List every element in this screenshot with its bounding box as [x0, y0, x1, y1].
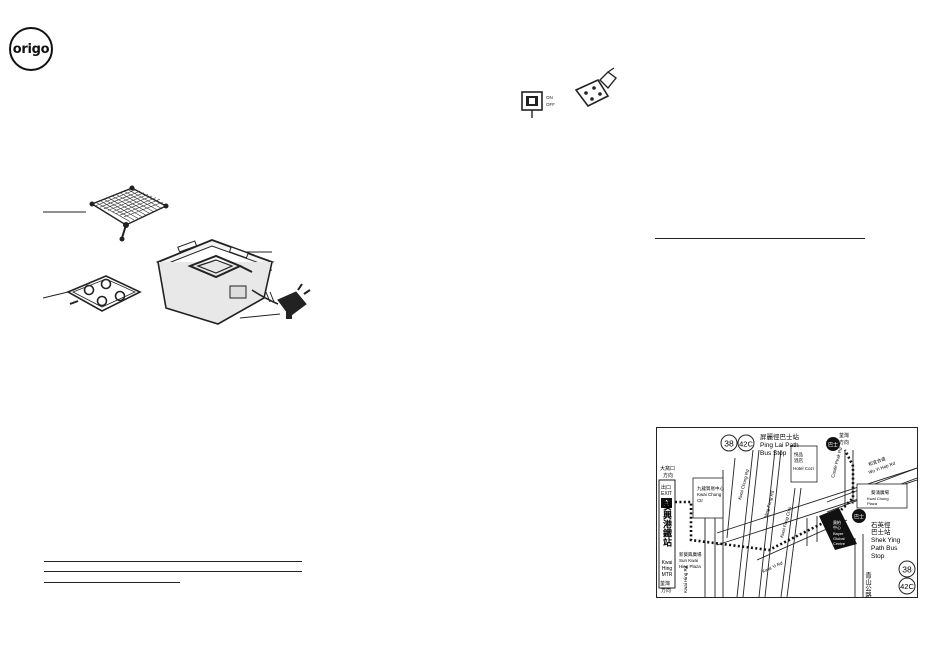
route-42c-label-bottom: 42C	[900, 582, 914, 591]
switch-connector-diagram: ON OFF	[521, 67, 617, 118]
station-en2: Hing	[662, 566, 673, 572]
bus-stop-2-en2: Path Bus	[871, 545, 898, 552]
kwai-chung-plaza-zh: 葵涌廣場	[871, 489, 889, 496]
direction-top-right-zh2: 方向	[839, 439, 849, 446]
bayer-centre-block	[819, 508, 857, 550]
product-parts-diagram	[42, 185, 311, 325]
connector-icon	[574, 67, 617, 108]
bus-stop-2-en1: Shek Ying	[871, 537, 901, 544]
shop-en3: Centre	[833, 541, 846, 546]
switch-off-label: OFF	[546, 102, 555, 107]
direction-top-left-zh2: 方向	[663, 472, 673, 479]
base-tray	[66, 275, 142, 312]
location-map-svg: 38 42C 屏麗徑巴士站 Ping Lai Path Bus Stop 巴士 …	[658, 432, 918, 599]
walking-route	[675, 449, 855, 552]
exit-a-icon	[661, 498, 672, 508]
route-38-badge-bottom	[898, 560, 916, 578]
sun-kwai-en2: Hing Plaza	[679, 564, 701, 569]
kowloon-commerce-en1: Kwai Chung	[697, 492, 722, 497]
grill-rack	[89, 185, 169, 242]
underline-3	[44, 582, 180, 583]
power-switch-icon	[521, 91, 543, 118]
bus-stop-2-zh1: 石英徑	[871, 520, 891, 529]
kwai-yi-rd-label: Kwai Yi Rd	[761, 560, 783, 574]
underline-2	[44, 571, 302, 572]
kowloon-commerce-block	[692, 477, 724, 519]
underline-1	[44, 561, 302, 562]
kwai-hing-rd-label: Kwai Hing Rd	[683, 565, 688, 593]
brand-logo: origo	[9, 27, 53, 71]
shop-en1: Bayer	[833, 531, 844, 536]
station-zh: 葵興港鐵站	[662, 500, 673, 547]
direction-bottom-left-zh1: 荃灣	[660, 580, 670, 587]
kowloon-commerce-en2: Ctr	[697, 498, 704, 503]
hotel-zh1: 悅品	[794, 451, 803, 458]
exit-zh: 出口	[661, 484, 671, 491]
bus-stop-1-en2: Bus Stop	[760, 450, 787, 457]
bus-stop-1-icon	[826, 437, 840, 451]
direction-top-left-zh1: 大窩口	[660, 465, 675, 472]
bus-stop-1-en1: Ping Lai Path	[760, 442, 799, 449]
bus-stop-2-en3: Stop	[871, 553, 885, 560]
grill-pan	[155, 239, 275, 325]
bus-stop-2-icon-label: 巴士	[854, 514, 864, 521]
shop-zh1: 奧柏	[833, 519, 841, 525]
bus-stop-1-icon-label: 巴士	[828, 442, 838, 449]
route-42c-label-top: 42C	[739, 440, 753, 449]
shop-en2: Global	[833, 536, 845, 541]
direction-bottom-left-zh2: 方向	[661, 587, 671, 594]
hotel-cozi-block	[790, 445, 818, 483]
sun-kwai-en1: Sun Kwai	[679, 558, 698, 563]
hotel-zh2: 酒店	[794, 457, 803, 464]
bus-stop-2-icon	[852, 509, 866, 523]
hotel-en: Hotel Cozi	[793, 466, 814, 471]
signature-line	[655, 238, 865, 239]
kwai-chung-plaza-en2: Plaza	[867, 501, 878, 506]
route-42c-badge-bottom	[898, 577, 916, 595]
location-map: 38 42C 屏麗徑巴士站 Ping Lai Path Bus Stop 巴士 …	[656, 427, 918, 599]
direction-top-right-zh1: 荃灣	[839, 432, 849, 439]
route-38-label-top: 38	[724, 439, 734, 449]
kowloon-commerce-zh: 九龍貿易中心	[697, 485, 724, 492]
castle-peak-rd-label: Castle Peak Rd	[830, 446, 843, 478]
bus-stop-1-zh: 屏麗徑巴士站	[760, 432, 800, 441]
kwai-chung-plaza-block	[856, 483, 908, 509]
leader-line-plug	[239, 313, 281, 319]
direction-bottom-right-zh1: 青山公路	[864, 571, 872, 597]
power-plug	[251, 283, 311, 319]
hing-fong-rd-label: Hing Fong Rd	[763, 490, 775, 519]
leader-line-base-tray	[42, 291, 69, 299]
exit-letter: A	[664, 499, 670, 508]
route-38-badge-top	[720, 434, 738, 452]
sun-kwai-zh: 新葵興廣場	[679, 551, 702, 558]
station-en1: Kwai	[662, 560, 673, 566]
bus-stop-2-zh2: 巴士站	[871, 527, 891, 536]
switch-on-label: ON	[546, 95, 553, 100]
route-42c-badge-top	[737, 434, 755, 452]
shop-zh2: 中心	[833, 524, 841, 530]
exit-en: EXIT	[661, 491, 672, 497]
kwai-chung-plaza-en1: Kwai Chung	[867, 496, 889, 501]
route-38-label-bottom: 38	[902, 565, 912, 575]
station-en3: MTR	[662, 572, 673, 578]
brand-logo-text: origo	[12, 41, 50, 57]
